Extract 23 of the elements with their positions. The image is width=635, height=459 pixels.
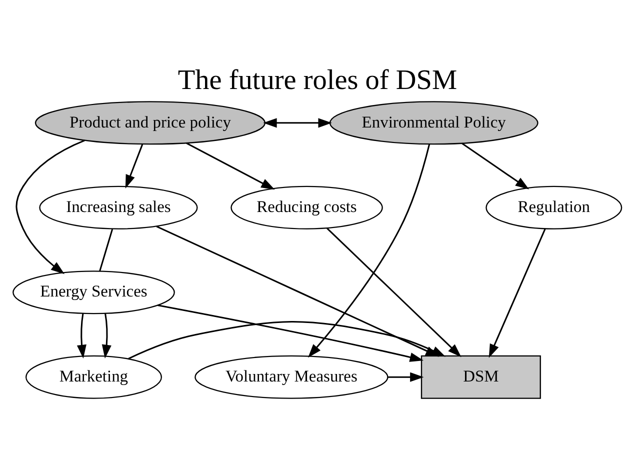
arrow (76, 312, 86, 358)
node-ellipse: Increasing sales (39, 185, 198, 229)
arrow (125, 144, 144, 188)
arrow (158, 304, 424, 362)
node-ellipse: Reducing costs (230, 185, 383, 229)
arrow (186, 142, 275, 190)
arrow (16, 139, 85, 274)
diagram-title: The future roles of DSM (178, 64, 458, 96)
arrow (388, 372, 424, 382)
arrow (308, 143, 430, 358)
node-ellipse: Voluntary Measures (194, 354, 388, 398)
node-ellipse: Energy Services (12, 270, 175, 314)
node-ellipse: Marketing (25, 354, 162, 398)
node-box: DSM (420, 354, 541, 398)
arrow (462, 142, 530, 189)
node-ellipse: Product and price policy (34, 100, 266, 144)
arrow (102, 312, 112, 358)
arrow (263, 118, 332, 128)
arrow (128, 320, 446, 359)
arrow (488, 228, 546, 358)
node-ellipse: Environmental Policy (329, 100, 538, 144)
connector (99, 228, 114, 271)
node-ellipse: Regulation (486, 185, 622, 229)
